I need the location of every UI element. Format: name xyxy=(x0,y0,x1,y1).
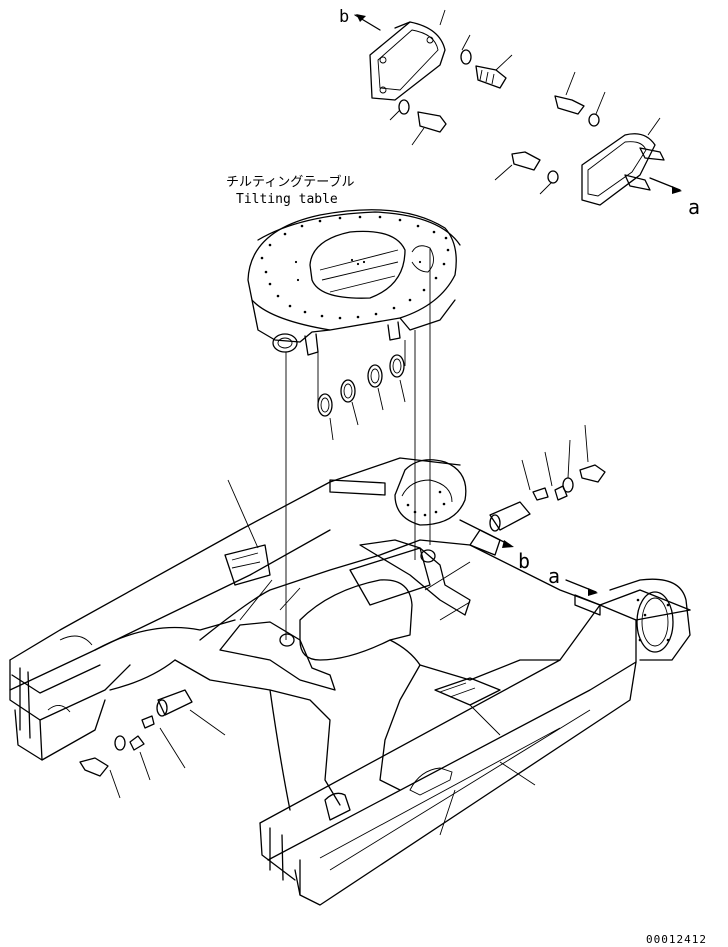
title-jp: チルティングテーブル xyxy=(226,174,354,190)
title-en: Tilting table xyxy=(236,192,338,207)
arrow-b-mid: b xyxy=(518,549,530,573)
drawing-number: 00012412 xyxy=(646,933,707,946)
assembly-lines xyxy=(285,248,431,640)
arrow-b-top: b xyxy=(339,7,381,31)
track-frame xyxy=(9,457,691,906)
upper-left-bracket-assembly xyxy=(369,9,513,146)
arrow-a-mid-label: a xyxy=(548,564,560,588)
right-pin-assembly xyxy=(459,424,606,548)
arrow-b-mid-label: b xyxy=(518,549,530,573)
upper-right-bracket-assembly xyxy=(494,71,665,206)
arrow-a-mid: a xyxy=(548,564,598,596)
tilting-table-title: チルティングテーブル Tilting table xyxy=(226,174,354,207)
left-pin-assembly xyxy=(79,689,226,799)
tilting-table xyxy=(247,209,461,356)
arrow-b-top-label: b xyxy=(339,7,349,27)
arrow-a-right: a xyxy=(649,177,700,219)
shim-set xyxy=(317,340,406,441)
bolt-hole-ring xyxy=(260,215,450,320)
arrow-a-right-label: a xyxy=(688,195,700,219)
